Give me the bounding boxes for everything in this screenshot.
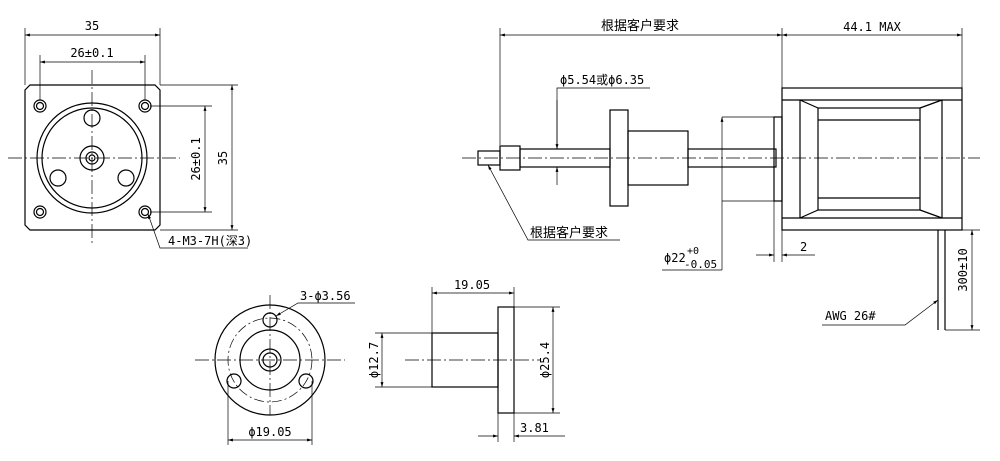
motor-boss xyxy=(773,116,783,202)
lead-screw-right xyxy=(687,148,777,168)
dim-boss-dia: ϕ22 xyxy=(664,251,686,265)
corner-holes xyxy=(33,99,152,219)
dim-width: 35 xyxy=(85,19,99,33)
nut-side-view: 19.05 ϕ12.7 ϕ25.4 3.81 xyxy=(367,278,565,442)
nut-front-view: 3-ϕ3.56 ϕ19.05 xyxy=(195,289,355,445)
dim-screw-dia: ϕ5.54或ϕ6.35 xyxy=(560,73,644,87)
dim-boss-tol-lower: -0.05 xyxy=(684,258,717,271)
nut-body-circle xyxy=(239,329,301,391)
face-hole-left xyxy=(49,169,67,187)
dim-height: 35 xyxy=(216,151,230,165)
nut-bore-inner xyxy=(262,352,278,368)
face-hole-right xyxy=(117,169,135,187)
dim-hole-pitch-h: 26±0.1 xyxy=(70,46,113,60)
dim-hole-pitch-v: 26±0.1 xyxy=(189,137,203,180)
boss-outer-circle xyxy=(36,102,148,214)
dim-nut-flange-dia: ϕ25.4 xyxy=(538,342,552,378)
nut-hole-top xyxy=(262,312,278,328)
bolt-circle xyxy=(227,317,313,403)
motor-stator xyxy=(817,107,921,211)
dim-flange-thickness: 3.81 xyxy=(520,421,549,435)
dim-motor-length: 44.1 MAX xyxy=(843,20,902,34)
boss-inner-circle xyxy=(41,107,143,209)
wire-note: AWG 26# xyxy=(825,309,876,323)
nut-hole-left xyxy=(226,373,242,389)
motor-front-view: 35 26±0.1 26±0.1 35 4-M3-7H(深3) xyxy=(8,19,252,249)
nut-holes-callout: 3-ϕ3.56 xyxy=(300,289,351,303)
nut-bore-outer xyxy=(258,348,282,372)
dim-boss-height: 2 xyxy=(800,240,807,254)
shaft-core xyxy=(88,154,96,162)
shaft-end-note: 根据客户要求 xyxy=(530,225,608,241)
motor-body xyxy=(781,87,963,231)
nut-hole-right xyxy=(298,373,314,389)
holes-callout: 4-M3-7H(深3) xyxy=(168,234,252,248)
shaft-inner xyxy=(85,151,99,165)
dim-nut-length: 19.05 xyxy=(454,278,490,292)
shaft-outer xyxy=(79,145,105,171)
dim-nut-body-dia: ϕ12.7 xyxy=(367,342,381,378)
face-hole-top xyxy=(83,109,101,127)
dim-bolt-circle: ϕ19.05 xyxy=(248,425,291,439)
nut-flange-outer xyxy=(214,304,326,416)
dim-boss-tol-upper: +0 xyxy=(687,246,699,257)
dim-screw-length: 根据客户要求 xyxy=(601,18,679,34)
motor-square-body xyxy=(24,84,161,231)
motor-side-view: 根据客户要求 44.1 MAX ϕ5.54或ϕ6.35 根据客户要求 ϕ22 +… xyxy=(462,18,980,331)
nut-side-flange xyxy=(497,306,515,414)
dim-lead-length: 300±10 xyxy=(956,248,970,291)
